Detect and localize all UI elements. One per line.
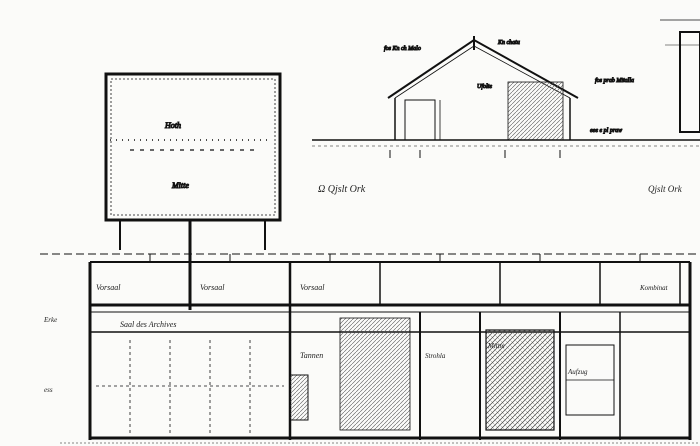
- corner-label-right: Kombinat: [639, 284, 669, 292]
- corridor-label-2: Vorsaal: [200, 283, 225, 292]
- left-margin-label-2: ess: [44, 386, 53, 394]
- main-floor-plan: [40, 253, 700, 444]
- corridor-label-3: Vorsaal: [300, 283, 325, 292]
- side-note: fos prab Mitalla: [595, 77, 634, 84]
- roof-label-right: Kn chatu: [497, 40, 520, 46]
- room-label-1: Tannen: [300, 351, 323, 360]
- building-elevation: fos Kn ch Malo Kn chatu Ufolte fos prab …: [312, 36, 700, 158]
- corridor-label-1: Vorsaal: [96, 283, 121, 292]
- room-label-3: Mittm: [487, 342, 505, 350]
- section-title: Ω Qjslt Ork: [318, 184, 366, 195]
- left-margin-label-1: Erke: [43, 316, 57, 324]
- section-title-right: Qjslt Ork: [648, 184, 683, 194]
- right-elevation-fragment: [660, 19, 700, 133]
- upper-room-plan: Hoth Mitte: [104, 72, 282, 310]
- upper-room-label-2: Mitte: [171, 181, 189, 190]
- upper-room-label-1: Hoth: [164, 121, 181, 130]
- roof-label-left: fos Kn ch Malo: [384, 45, 421, 52]
- room-label-2: Strohla: [425, 352, 446, 360]
- ground-note: eee e pl praw: [590, 128, 622, 134]
- room-label-4: Aufzug: [567, 368, 588, 376]
- attic-label: Ufolte: [477, 83, 492, 90]
- hall-caption: Saal des Archives: [120, 320, 176, 329]
